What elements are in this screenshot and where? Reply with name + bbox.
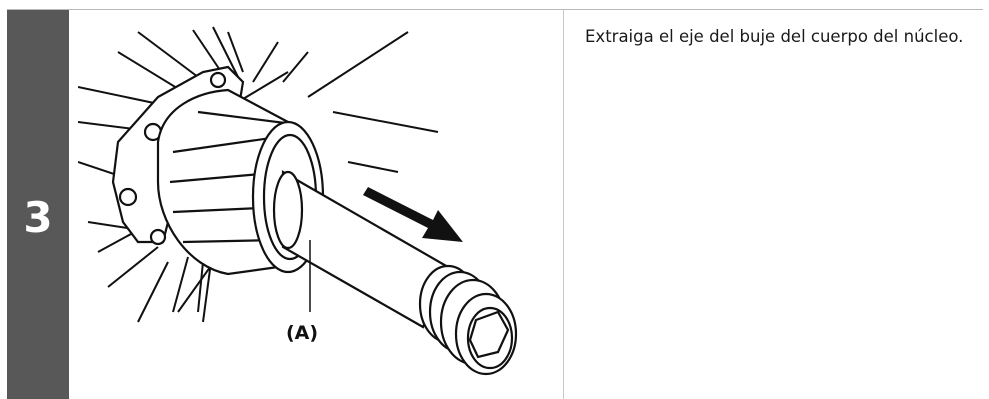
step-number: 3 (23, 193, 53, 242)
wheel-spokes (78, 26, 439, 323)
step-number-bar: 3 (7, 10, 69, 399)
callout-label-a: (A) (286, 322, 318, 344)
column-divider (563, 10, 564, 399)
top-rule (7, 9, 983, 10)
hub-axle (272, 170, 518, 376)
hub-axle-illustration: (A) (78, 26, 518, 376)
arrow-right-down-icon (363, 187, 463, 242)
step-instruction: Extraiga el eje del buje del cuerpo del … (585, 27, 964, 46)
